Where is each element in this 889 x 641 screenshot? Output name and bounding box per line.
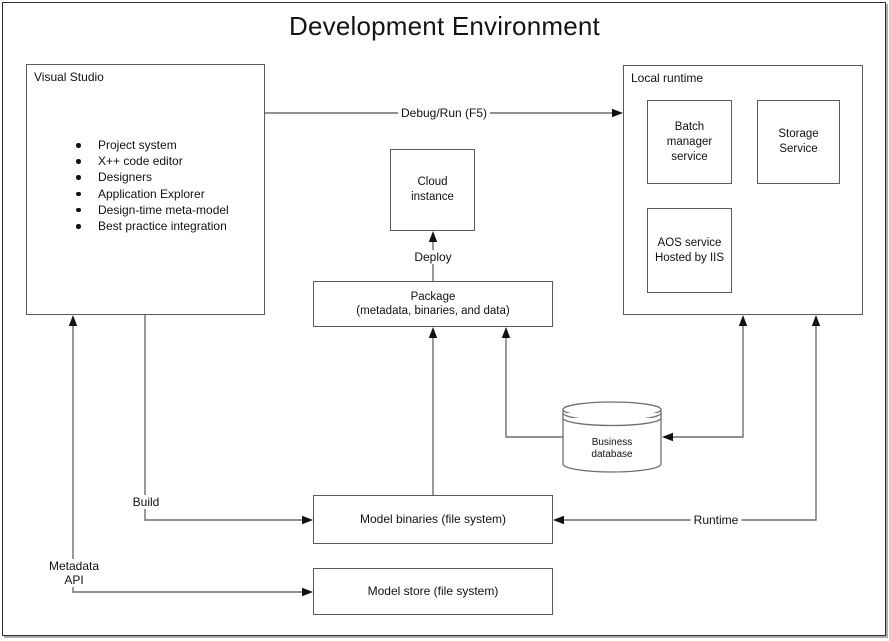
arrow-left-icon xyxy=(662,432,673,442)
deploy-label: Deploy xyxy=(411,250,455,264)
storage-service-box: Storage Service xyxy=(757,100,840,184)
feature-item: Design-time meta-model xyxy=(75,202,229,218)
aos-service-text: Hosted by IIS xyxy=(654,251,725,264)
diagram-title: Development Environment xyxy=(289,11,600,41)
package-text: Package xyxy=(410,291,456,303)
build-label: Build xyxy=(129,495,163,509)
connector-runtime-to-database xyxy=(662,315,748,442)
connector-runtime xyxy=(553,315,821,525)
arrow-up-icon xyxy=(428,327,438,338)
feature-item: Designers xyxy=(75,169,229,185)
connector-build xyxy=(144,315,313,525)
aos-service-box: AOS service Hosted by IIS xyxy=(647,208,732,293)
package-box: Package (metadata, binaries, and data) xyxy=(313,281,553,327)
feature-item: Project system xyxy=(75,137,229,153)
batch-service-text: Batch xyxy=(674,120,705,133)
storage-service-text: Storage xyxy=(778,128,819,140)
arrow-right-icon xyxy=(612,108,623,118)
model-store-text: Model store (file system) xyxy=(367,584,499,598)
feature-item: X++ code editor xyxy=(75,153,229,169)
connector-metadata-api xyxy=(68,315,313,597)
connector-binaries-to-package xyxy=(428,327,438,495)
arrow-right-icon xyxy=(302,587,313,597)
feature-item: Best practice integration xyxy=(75,218,229,234)
model-binaries-box: Model binaries (file system) xyxy=(313,495,553,544)
batch-service-text: manager xyxy=(666,135,713,148)
aos-service-text: AOS service xyxy=(657,236,722,249)
connector-database-to-package xyxy=(501,327,563,438)
metadata-api-label: Metadata API xyxy=(45,559,103,587)
business-database-cylinder xyxy=(562,401,662,473)
debug-run-label: Debug/Run (F5) xyxy=(397,106,491,120)
visual-studio-box: Visual Studio Project system X++ code ed… xyxy=(26,64,265,315)
runtime-label: Runtime xyxy=(690,513,742,527)
arrow-up-icon xyxy=(501,327,511,338)
storage-service-text: Service xyxy=(779,143,818,155)
arrow-up-icon xyxy=(811,315,821,326)
business-database-label: Business database xyxy=(591,437,633,460)
arrow-up-icon xyxy=(738,315,748,326)
arrow-right-icon xyxy=(302,515,313,525)
package-text: (metadata, binaries, and data) xyxy=(356,305,510,317)
model-store-box: Model store (file system) xyxy=(313,568,553,615)
visual-studio-label: Visual Studio xyxy=(34,70,104,84)
cloud-instance-text: Cloud xyxy=(417,176,448,188)
visual-studio-feature-list: Project system X++ code editor Designers… xyxy=(75,137,229,234)
local-runtime-label: Local runtime xyxy=(631,71,704,85)
model-binaries-text: Model binaries (file system) xyxy=(359,512,507,526)
batch-service-text: service xyxy=(671,150,708,163)
feature-item: Application Explorer xyxy=(75,186,229,202)
arrow-left-icon xyxy=(553,515,564,525)
arrow-up-icon xyxy=(428,231,438,242)
cloud-instance-box: Cloud instance xyxy=(390,149,475,231)
batch-manager-service-box: Batch manager service xyxy=(647,100,732,184)
cloud-instance-text: instance xyxy=(411,191,454,203)
arrow-up-icon xyxy=(68,315,78,326)
